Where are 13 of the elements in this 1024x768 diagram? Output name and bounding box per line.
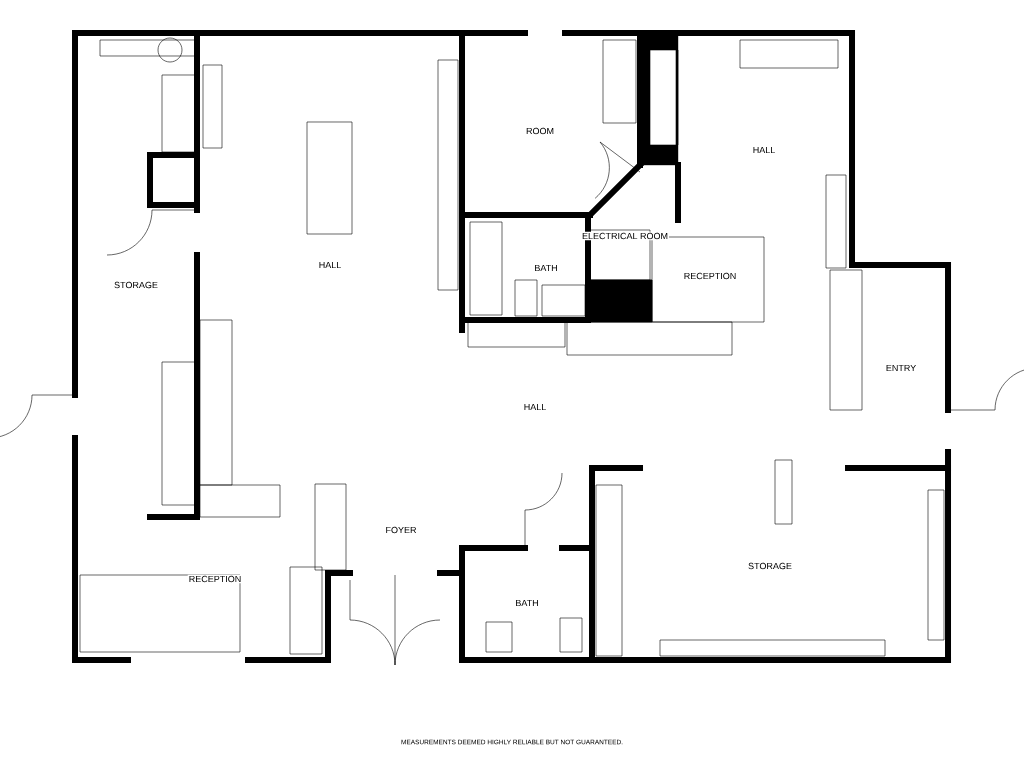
room-label: ENTRY (884, 363, 918, 373)
room-label: HALL (317, 260, 343, 270)
room-label: STORAGE (747, 561, 793, 571)
room-label: ROOM (525, 126, 555, 136)
room-label: RECEPTION (682, 271, 738, 281)
room-label: RECEPTION (187, 574, 243, 584)
room-label: ELECTRICAL ROOM (581, 231, 669, 241)
room-label: FOYER (384, 525, 418, 535)
room-label: HALL (522, 402, 548, 412)
room-label: STORAGE (113, 280, 159, 290)
room-label: BATH (533, 263, 559, 273)
room-label: BATH (514, 598, 540, 608)
room-label: HALL (751, 145, 777, 155)
